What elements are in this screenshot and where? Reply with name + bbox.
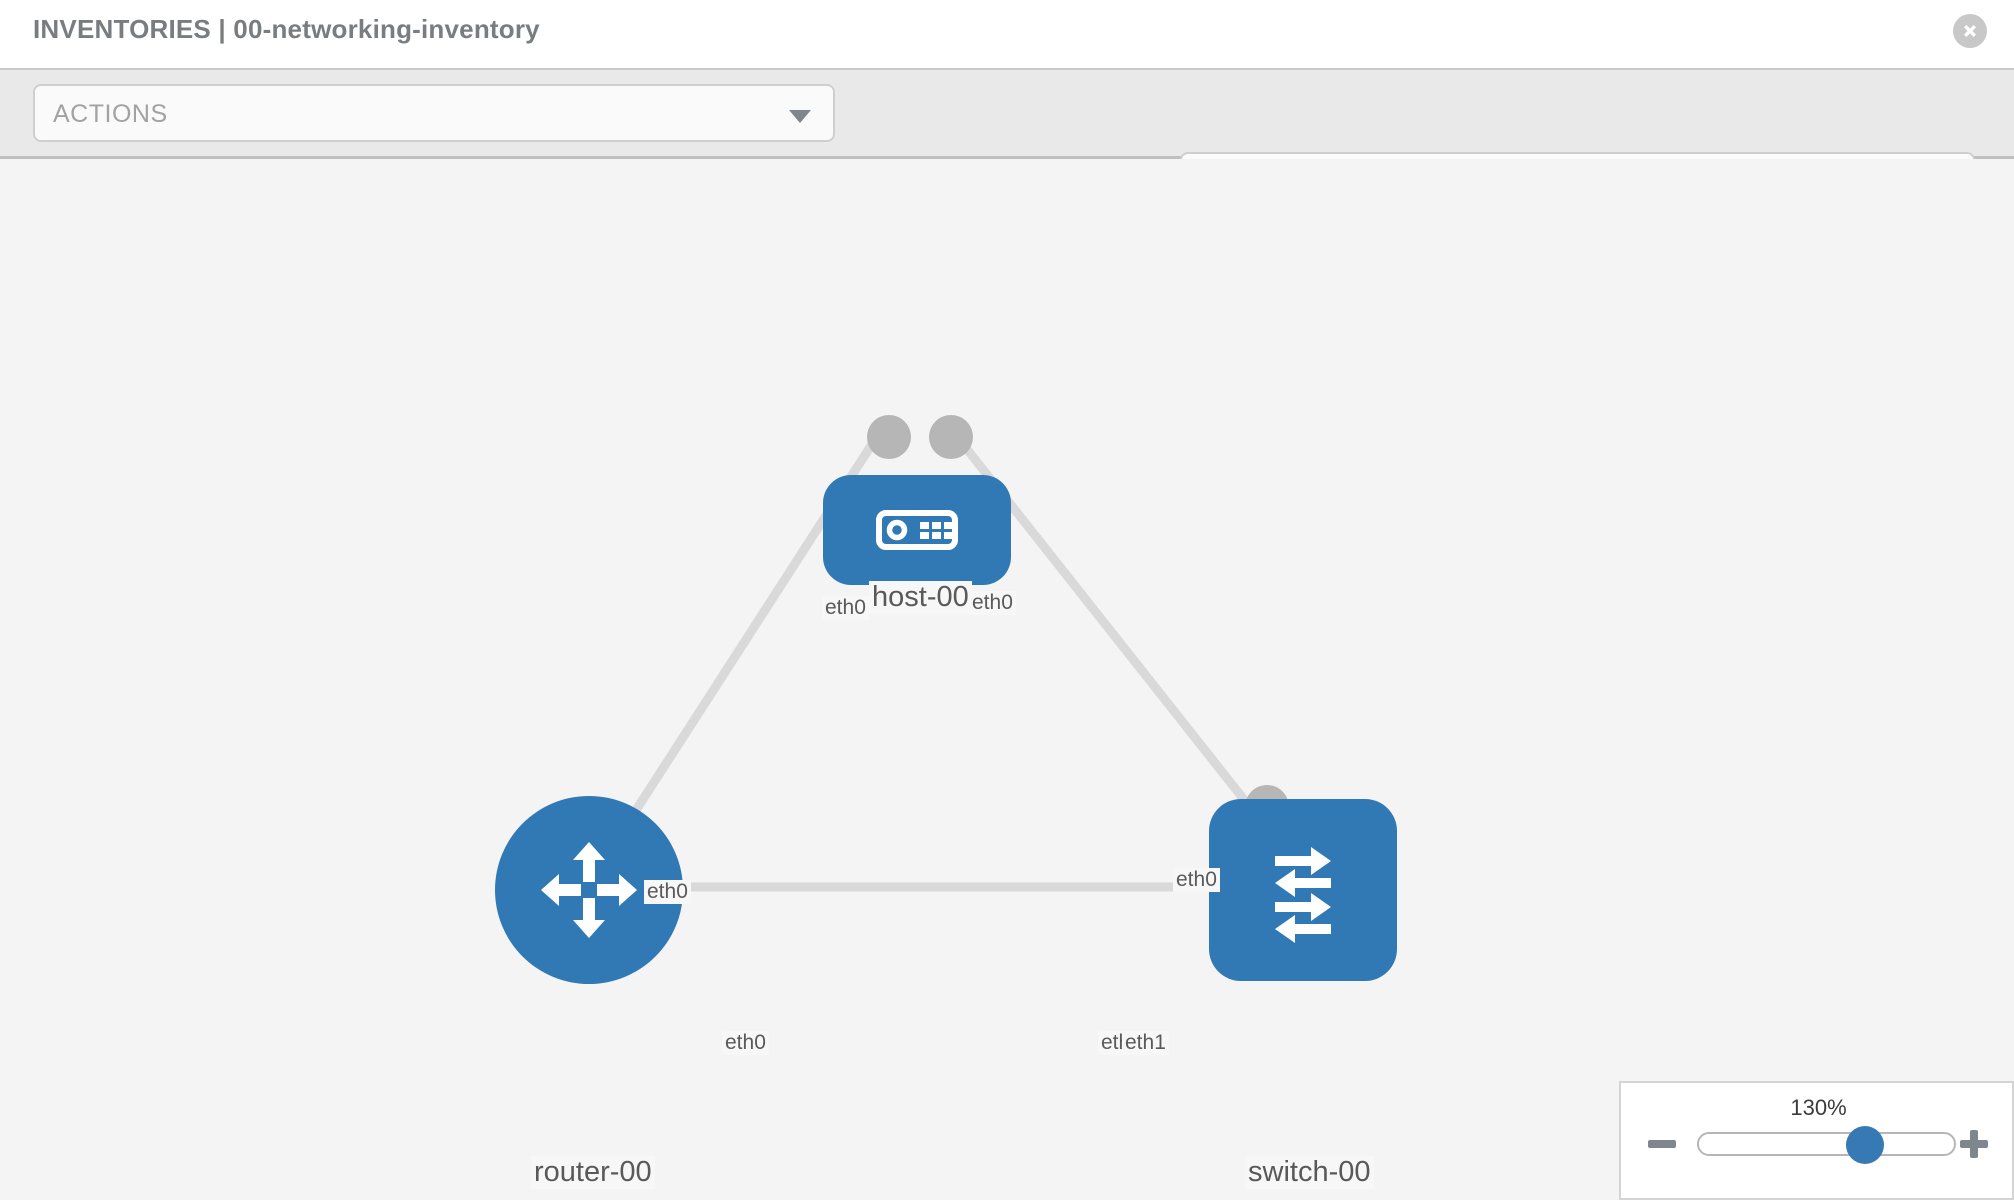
zoom-out-button[interactable]	[1645, 1127, 1679, 1161]
node-label-host-00: host-00	[869, 581, 972, 614]
port-label-host-eth0-right: eth0	[969, 591, 1016, 615]
plus-icon	[1960, 1130, 1988, 1158]
port-label-router-eth0: eth0	[722, 1031, 769, 1055]
zoom-slider[interactable]	[1697, 1126, 1956, 1164]
node-label-router-00: router-00	[531, 1156, 655, 1189]
actions-dropdown[interactable]: ACTIONS	[33, 84, 835, 142]
port-host-eth0-left	[867, 415, 911, 459]
node-host-00[interactable]	[823, 475, 1011, 585]
actions-dropdown-label: ACTIONS	[53, 100, 168, 128]
minus-icon	[1648, 1140, 1676, 1148]
zoom-slider-thumb[interactable]	[1845, 1126, 1884, 1164]
page-header: INVENTORIES | 00-networking-inventory	[0, 0, 2014, 68]
chevron-down-icon	[789, 110, 811, 123]
port-label-host-eth0-left: eth0	[822, 596, 869, 620]
topology-canvas[interactable]: eth0 eth0 host-00 eth0 eth0 eth0 eth eth…	[0, 159, 2014, 1200]
zoom-in-button[interactable]	[1957, 1127, 1991, 1161]
toolbar: ACTIONS SEARCH	[0, 68, 2014, 210]
node-router-00[interactable]	[495, 796, 683, 984]
port-label-switch-eth1: eth1	[1122, 1031, 1169, 1055]
node-label-switch-00: switch-00	[1245, 1156, 1374, 1189]
topology-graph	[495, 415, 1397, 984]
zoom-level-label: 130%	[1790, 1095, 1847, 1120]
port-label-switch-diag-eth0: eth0	[1173, 868, 1220, 892]
page-title: INVENTORIES | 00-networking-inventory	[33, 14, 540, 44]
close-button[interactable]	[1953, 14, 1987, 48]
node-switch-00[interactable]	[1209, 799, 1397, 981]
zoom-control-panel: 130%	[1619, 1081, 2014, 1200]
port-label-router-diag-eth0: eth0	[644, 880, 691, 904]
port-host-eth0-right	[929, 415, 973, 459]
